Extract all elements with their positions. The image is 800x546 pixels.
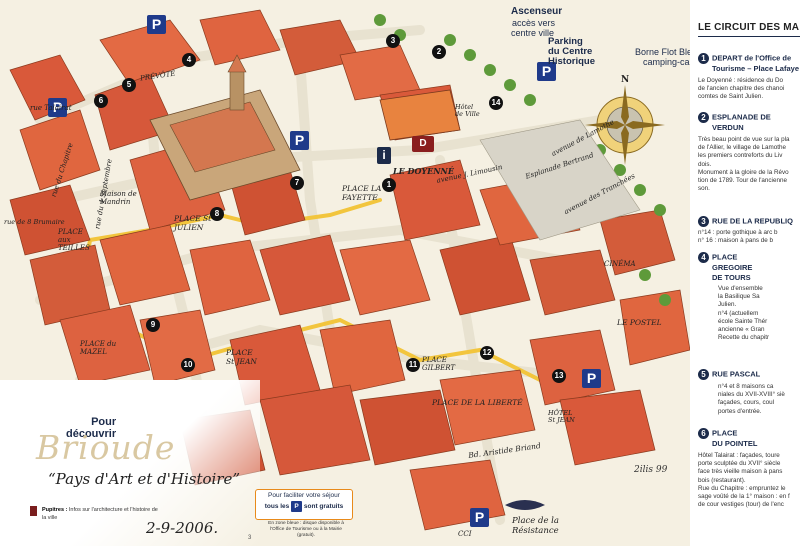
pupitre-icon <box>30 506 37 516</box>
stop-marker-11[interactable]: 11 <box>406 358 420 372</box>
handwritten-date: 2-9-2006. <box>146 519 219 537</box>
parking-icon: P <box>147 15 166 34</box>
stop-marker-1[interactable]: 1 <box>382 178 396 192</box>
ascenseur-sub1: accès vers <box>512 18 556 28</box>
stop-marker-8[interactable]: 8 <box>210 207 224 221</box>
branding-pour: Pour découvrir <box>66 416 117 440</box>
stop-marker-4[interactable]: 4 <box>182 53 196 67</box>
ascenseur-sub2: centre ville <box>511 28 555 38</box>
compass-north-label: N <box>621 75 630 85</box>
parking-icon: P <box>290 131 309 150</box>
street-label: rue de 8 Brumaire <box>4 218 65 226</box>
parking-centre-label: Parking du Centre Historique <box>548 36 595 67</box>
street-label: Hôtel de Ville <box>455 103 480 118</box>
stop-marker-5[interactable]: 5 <box>122 78 136 92</box>
street-label: CCI <box>458 530 472 538</box>
street-label: Maison de Mandrin <box>100 190 137 206</box>
doyenne-sign-icon: D <box>412 136 434 152</box>
street-label: PLACE LA FAYETTE <box>342 184 382 202</box>
street-label: PLACE St JEAN <box>226 348 257 366</box>
free-parking-note: En zone bleue : disque disponible à l'Of… <box>268 521 344 538</box>
street-label: CINÉMA <box>604 260 636 268</box>
parking-icon: P <box>537 62 556 81</box>
panel-title: LE CIRCUIT DES MA <box>698 22 800 33</box>
street-label: HÔTEL St JEAN <box>548 409 575 424</box>
branding-subtitle: “Pays d'Art et d'Histoire” <box>48 470 241 488</box>
parking-icon: P <box>582 369 601 388</box>
street-label: LE DOYENNÉ <box>393 166 454 176</box>
branding-backdrop <box>0 380 260 546</box>
panel-divider <box>698 36 800 37</box>
stop-marker-12[interactable]: 12 <box>480 346 494 360</box>
stop-marker-13[interactable]: 13 <box>552 369 566 383</box>
stop-marker-9[interactable]: 9 <box>146 318 160 332</box>
parking-icon: P <box>470 508 489 527</box>
page-number: 3 <box>248 535 252 541</box>
stop-marker-10[interactable]: 10 <box>181 358 195 372</box>
info-icon: i <box>377 147 391 164</box>
borne-flot-bleu-label: Borne Flot Bleu camping-car <box>635 47 690 67</box>
branding-city-name: Brioude <box>36 428 176 467</box>
parking-icon: P <box>291 501 303 512</box>
stop-marker-14[interactable]: 14 <box>489 96 503 110</box>
street-label: PLACE GILBERT <box>422 356 456 372</box>
artist-signature: 2ilis 99 <box>634 465 668 475</box>
street-label: LE POSTEL <box>617 318 662 327</box>
street-label: PLACE St JULIEN <box>174 214 212 232</box>
street-label: PLACE aux TEILLES <box>58 228 90 252</box>
stop-marker-3[interactable]: 3 <box>386 34 400 48</box>
compass-rose-drawing <box>585 85 665 165</box>
street-label: PLACE DE LA LIBERTÉ <box>432 398 523 407</box>
street-label: rue Talairat <box>30 104 72 112</box>
stop-marker-7[interactable]: 7 <box>290 176 304 190</box>
basilica-drawing <box>149 54 301 201</box>
ascenseur-label: Ascenseur <box>511 6 563 17</box>
illustrated-town-map: P P P P P P i D 1 2 3 4 5 6 7 8 9 10 11 … <box>0 0 690 546</box>
street-label: PLACE du MAZEL <box>80 340 117 356</box>
free-parking-notice: Pour faciliter votre séjour tous les P s… <box>255 489 353 520</box>
pupitres-legend: Pupitres : Infos sur l'architecture et l… <box>42 507 158 521</box>
parking-icon: P <box>48 98 67 117</box>
stop-marker-2[interactable]: 2 <box>432 45 446 59</box>
stop-marker-6[interactable]: 6 <box>94 94 108 108</box>
street-label: Place de la Résistance <box>512 516 559 536</box>
